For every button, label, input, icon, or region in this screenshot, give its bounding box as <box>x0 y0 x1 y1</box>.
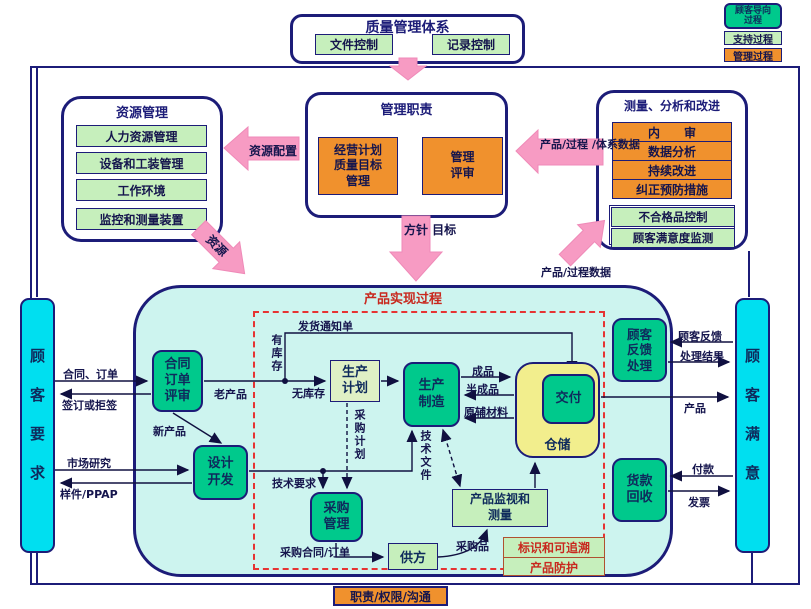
contract-review-box: 合同 订单 评审 <box>152 350 203 412</box>
resources-arrow <box>190 219 246 275</box>
resource-title: 资源管理 <box>115 106 168 121</box>
business-plan-box: 经营计划 质量目标 管理 <box>318 137 398 195</box>
delivery-box: 交付 <box>542 374 595 424</box>
measurement-item-corrective: 纠正预防措施 <box>612 179 732 199</box>
sys-data-arrow <box>515 128 604 175</box>
legend-customer-oriented: 顾客导向 过程 <box>724 3 782 29</box>
nonconforming-control: 不合格品控制 <box>611 207 735 227</box>
policy-label: 方针 目标 <box>404 223 457 237</box>
document-control-box: 文件控制 <box>315 34 393 55</box>
identification-label: 标识和可追溯 <box>504 538 604 558</box>
production-mfg-box: 生产 制造 <box>403 362 460 427</box>
satisfaction-monitoring: 顾客满意度监测 <box>611 228 735 248</box>
raw-materials-label: 原辅材料 <box>464 406 508 419</box>
market-research-label: 市场研究 <box>67 457 111 470</box>
protection-label: 产品防护 <box>529 560 578 575</box>
customer-requirements-label: 顾客要求 <box>28 347 46 504</box>
customer-feedback-label: 顾客反馈 <box>678 330 722 343</box>
design-dev-box: 设计 开发 <box>193 445 248 500</box>
sign-or-reject-label: 签订或拒签 <box>62 399 117 412</box>
delivery-notice-label: 发货通知单 <box>298 320 353 333</box>
payment-label: 付款 <box>692 463 714 476</box>
resource-alloc-label: 资源配置 <box>249 144 298 158</box>
resource-item-monitoring: 监控和测量装置 <box>76 208 207 230</box>
purchase-plan-label: 采购计划 <box>353 409 366 461</box>
legend-management: 管理过程 <box>724 48 782 63</box>
tech-documents-label: 技术文件 <box>419 430 432 482</box>
old-product-label: 老产品 <box>214 388 247 401</box>
purchased-goods-label: 采购品 <box>456 540 489 553</box>
resource-alloc-arrow <box>223 125 300 172</box>
management-title: 管理职责 <box>380 103 433 118</box>
qms-down-arrow <box>388 57 428 81</box>
sample-ppap-label: 样件/PPAP <box>60 488 118 501</box>
product-label: 产品 <box>684 402 706 415</box>
no-stock-label: 无库存 <box>292 387 325 400</box>
measurement-title: 测量、分析和改进 <box>623 99 720 113</box>
new-product-label: 新产品 <box>153 425 186 438</box>
sys-data-label: 产品/过程 /体系数据 <box>540 138 640 151</box>
customer-satisfaction-bar: 顾客满意 <box>735 298 770 553</box>
contract-order-label: 合同、订单 <box>63 368 118 381</box>
warehouse-label: 仓储 <box>544 438 571 453</box>
customer-satisfaction-label: 顾客满意 <box>743 347 761 504</box>
supplier-box: 供方 <box>388 543 438 570</box>
policy-arrow <box>388 215 444 282</box>
payment-recovery-box: 货款 回收 <box>612 458 667 522</box>
production-plan-box: 生产 计划 <box>330 360 380 402</box>
legend-support: 支持过程 <box>724 31 782 46</box>
qms-title: 质量管理体系 <box>365 20 450 36</box>
customer-requirements-bar: 顾客要求 <box>20 298 55 553</box>
process-data-arrow <box>558 219 606 267</box>
resource-item-environment: 工作环境 <box>76 179 207 201</box>
tech-requirement-label: 技术要求 <box>272 477 316 490</box>
feedback-box: 顾客 反馈 处理 <box>612 318 667 382</box>
legend-customer-oriented-label: 顾客导向 过程 <box>734 5 771 26</box>
purchase-mgmt-box: 采购 管理 <box>310 492 363 542</box>
management-review-box: 管理 评审 <box>422 137 503 195</box>
invoice-label: 发票 <box>688 496 710 509</box>
record-control-box: 记录控制 <box>432 34 510 55</box>
process-data-label: 产品/过程数据 <box>541 266 612 279</box>
measurement-item-data-analysis: 数据分析 <box>612 141 732 161</box>
finished-label: 成品 <box>472 365 494 378</box>
realization-title: 产品实现过程 <box>363 292 442 307</box>
identification-protection-box: 标识和可追溯 产品防护 <box>503 537 605 576</box>
measurement-green-group: 不合格品控制 顾客满意度监测 <box>609 205 735 248</box>
in-stock-label: 有库存 <box>270 334 283 373</box>
resource-item-equipment: 设备和工装管理 <box>76 152 207 174</box>
monitoring-box: 产品监视和 测量 <box>452 489 548 527</box>
purchase-contract-label: 采购合同/订单 <box>280 546 351 559</box>
semi-finished-label: 半成品 <box>466 383 499 396</box>
bottom-bar: 职责/权限/沟通 <box>333 586 448 606</box>
resource-item-hr: 人力资源管理 <box>76 125 207 147</box>
handle-result-label: 处理结果 <box>680 350 724 363</box>
